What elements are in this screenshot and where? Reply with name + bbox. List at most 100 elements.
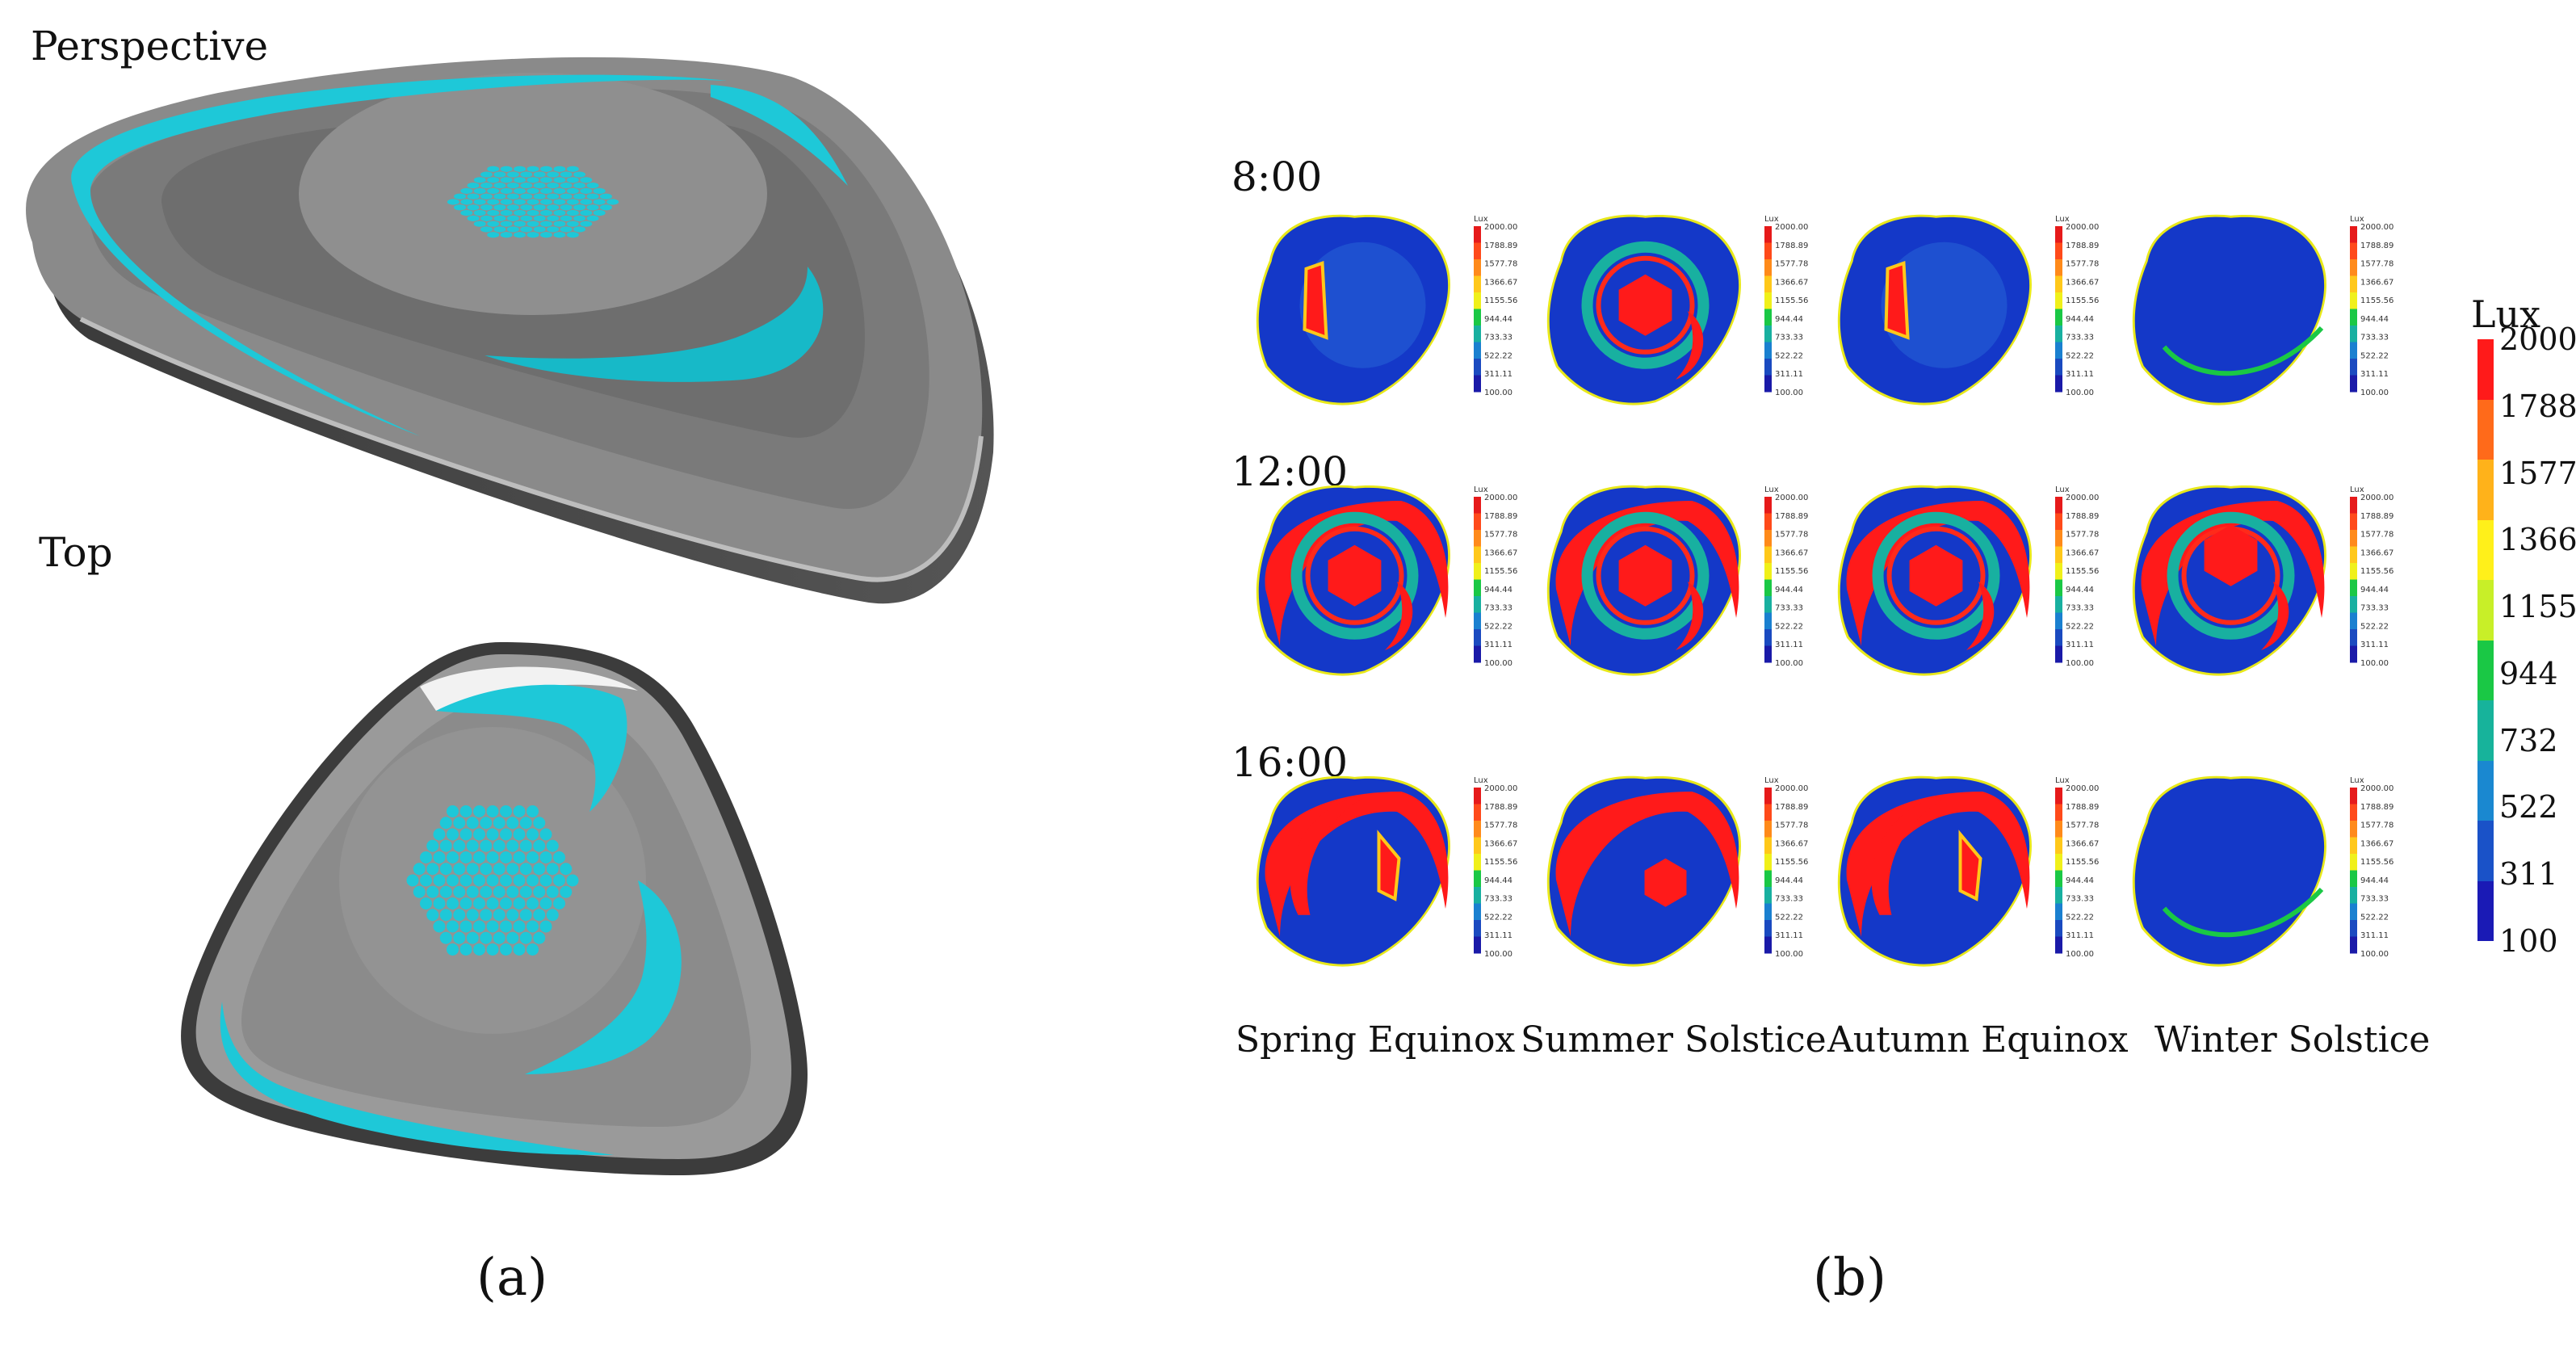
mini-legend-swatch bbox=[2350, 903, 2357, 921]
mini-legend-tick: 1366.67 bbox=[1775, 839, 1808, 848]
mini-legend-swatch bbox=[1764, 309, 1772, 326]
top-skylight-hole bbox=[473, 920, 485, 933]
perspective-skylight-hole bbox=[520, 183, 533, 189]
top-skylight-hole bbox=[506, 931, 519, 944]
season-label-summer: Summer Solstice bbox=[1521, 1019, 1827, 1061]
illuminance-map-1-3: Lux2000.001788.891577.781366.671155.5694… bbox=[1837, 214, 2099, 405]
perspective-skylight-hole bbox=[506, 226, 519, 233]
mini-legend-swatch bbox=[2350, 259, 2357, 276]
mini-legend-swatch bbox=[1764, 275, 1772, 293]
mini-legend-swatch bbox=[1474, 903, 1481, 921]
mini-legend-swatch bbox=[2055, 870, 2062, 888]
mini-legend-tick: 522.22 bbox=[2066, 913, 2094, 922]
mini-legend-tick: 1155.56 bbox=[1775, 858, 1808, 867]
perspective-skylight-hole bbox=[467, 204, 480, 211]
mini-legend-swatch bbox=[1474, 788, 1481, 805]
mini-legend-swatch bbox=[2350, 309, 2357, 326]
perspective-skylight-hole bbox=[566, 221, 579, 227]
top-light-slot-left bbox=[220, 1002, 614, 1155]
perspective-skylight-hole bbox=[539, 232, 552, 238]
top-skylight-hole bbox=[480, 863, 493, 876]
mini-legend-tick: 522.22 bbox=[1484, 913, 1512, 922]
top-skylight-hole bbox=[420, 851, 432, 863]
perspective-skylight-hole bbox=[506, 204, 519, 211]
mini-legend-tick: 1788.89 bbox=[1775, 803, 1808, 812]
perspective-skylight-hole bbox=[553, 221, 566, 227]
mini-legend-swatch bbox=[2055, 530, 2062, 547]
perspective-central-disc bbox=[299, 73, 767, 315]
legend-colorbar bbox=[2477, 339, 2494, 941]
top-skylight-hole bbox=[453, 839, 466, 852]
top-skylight-hole bbox=[560, 863, 573, 876]
perspective-view-illustration bbox=[26, 57, 994, 604]
top-skylight-hole bbox=[453, 817, 466, 830]
map-slot-peak bbox=[2261, 582, 2289, 650]
top-skylight-hole bbox=[513, 897, 526, 910]
season-label-winter: Winter Solstice bbox=[2154, 1019, 2431, 1061]
mini-legend-swatch bbox=[2350, 563, 2357, 580]
top-skylight-hole bbox=[486, 805, 499, 817]
perspective-skylight-hole bbox=[473, 177, 486, 183]
top-skylight-hole bbox=[486, 874, 499, 887]
mini-legend-tick: 1788.89 bbox=[1484, 512, 1517, 521]
mini-legend-swatch bbox=[1764, 579, 1772, 597]
mini-legend-tick: 100.00 bbox=[1775, 659, 1803, 668]
illuminance-map-2-1: Lux2000.001788.891577.781366.671155.5694… bbox=[1256, 485, 1517, 676]
mini-legend-swatch bbox=[1474, 275, 1481, 293]
top-skylight-hole bbox=[486, 851, 499, 863]
top-skylight-hole bbox=[439, 909, 452, 922]
perspective-skylight-hole bbox=[480, 226, 493, 233]
mini-legend-swatch bbox=[1474, 920, 1481, 937]
mini-legend-tick: 1788.89 bbox=[2360, 242, 2393, 250]
top-skylight-hole bbox=[447, 828, 459, 841]
perspective-skylight-hole bbox=[593, 210, 606, 216]
top-skylight-hole bbox=[453, 909, 466, 922]
perspective-skylight-hole bbox=[467, 183, 480, 189]
mini-legend-tick: 1366.67 bbox=[1484, 278, 1517, 287]
mini-legend-swatch bbox=[2055, 259, 2062, 276]
mini-legend-tick: 522.22 bbox=[2360, 622, 2389, 631]
top-skylight-hole bbox=[439, 885, 452, 898]
mini-legend-swatch bbox=[2350, 226, 2357, 243]
mini-legend-swatch bbox=[1474, 837, 1481, 855]
mini-legend-tick: 944.44 bbox=[2360, 315, 2389, 324]
map-afternoon-peak bbox=[1958, 830, 1982, 901]
top-skylight-hole bbox=[473, 828, 485, 841]
top-skylight-hole bbox=[466, 839, 479, 852]
top-skylight-hole bbox=[500, 920, 512, 933]
top-skylight-hole bbox=[546, 863, 559, 876]
perspective-skylight-hole bbox=[566, 177, 579, 183]
perspective-skylight-hole bbox=[500, 187, 513, 194]
perspective-skylight-hole bbox=[539, 221, 552, 227]
mini-legend-swatch bbox=[1474, 259, 1481, 276]
top-skylight-hole bbox=[426, 909, 439, 922]
mini-legend-title: Lux bbox=[2055, 215, 2070, 224]
top-skylight-hole bbox=[500, 897, 512, 910]
panel-a-caption: (a) bbox=[476, 1248, 548, 1308]
illuminance-map-3-3: Lux2000.001788.891577.781366.671155.5694… bbox=[1837, 775, 2099, 967]
mini-legend-swatch bbox=[2350, 579, 2357, 597]
top-skylight-hole bbox=[513, 851, 526, 863]
top-skylight-hole bbox=[433, 874, 446, 887]
mini-legend-swatch bbox=[1474, 326, 1481, 342]
perspective-skylight-hole bbox=[560, 193, 573, 200]
top-skylight-hole bbox=[506, 839, 519, 852]
perspective-skylight-hole bbox=[487, 210, 500, 216]
illuminance-map-3-4: Lux2000.001788.891577.781366.671155.5694… bbox=[2132, 775, 2393, 967]
mini-legend-tick: 522.22 bbox=[1775, 351, 1803, 360]
top-skylight-hole bbox=[426, 885, 439, 898]
top-skylight-hole bbox=[527, 828, 539, 841]
perspective-skylight-hole bbox=[514, 210, 527, 216]
mini-legend-swatch bbox=[1474, 513, 1481, 531]
map-hex-peak bbox=[1618, 544, 1672, 607]
map-slot-peak bbox=[1385, 582, 1413, 650]
mini-legend-swatch bbox=[2350, 629, 2357, 646]
mini-legend-tick: 100.00 bbox=[2360, 389, 2389, 397]
mini-legend-swatch bbox=[1474, 936, 1481, 954]
top-skylight-hole bbox=[566, 874, 579, 887]
mini-legend-tick: 1577.78 bbox=[2360, 821, 2393, 830]
perspective-skylight-hole bbox=[520, 204, 533, 211]
top-skylight-hole bbox=[500, 805, 512, 817]
map-hex-peak bbox=[1618, 274, 1672, 336]
top-skylight-hole bbox=[466, 863, 479, 876]
